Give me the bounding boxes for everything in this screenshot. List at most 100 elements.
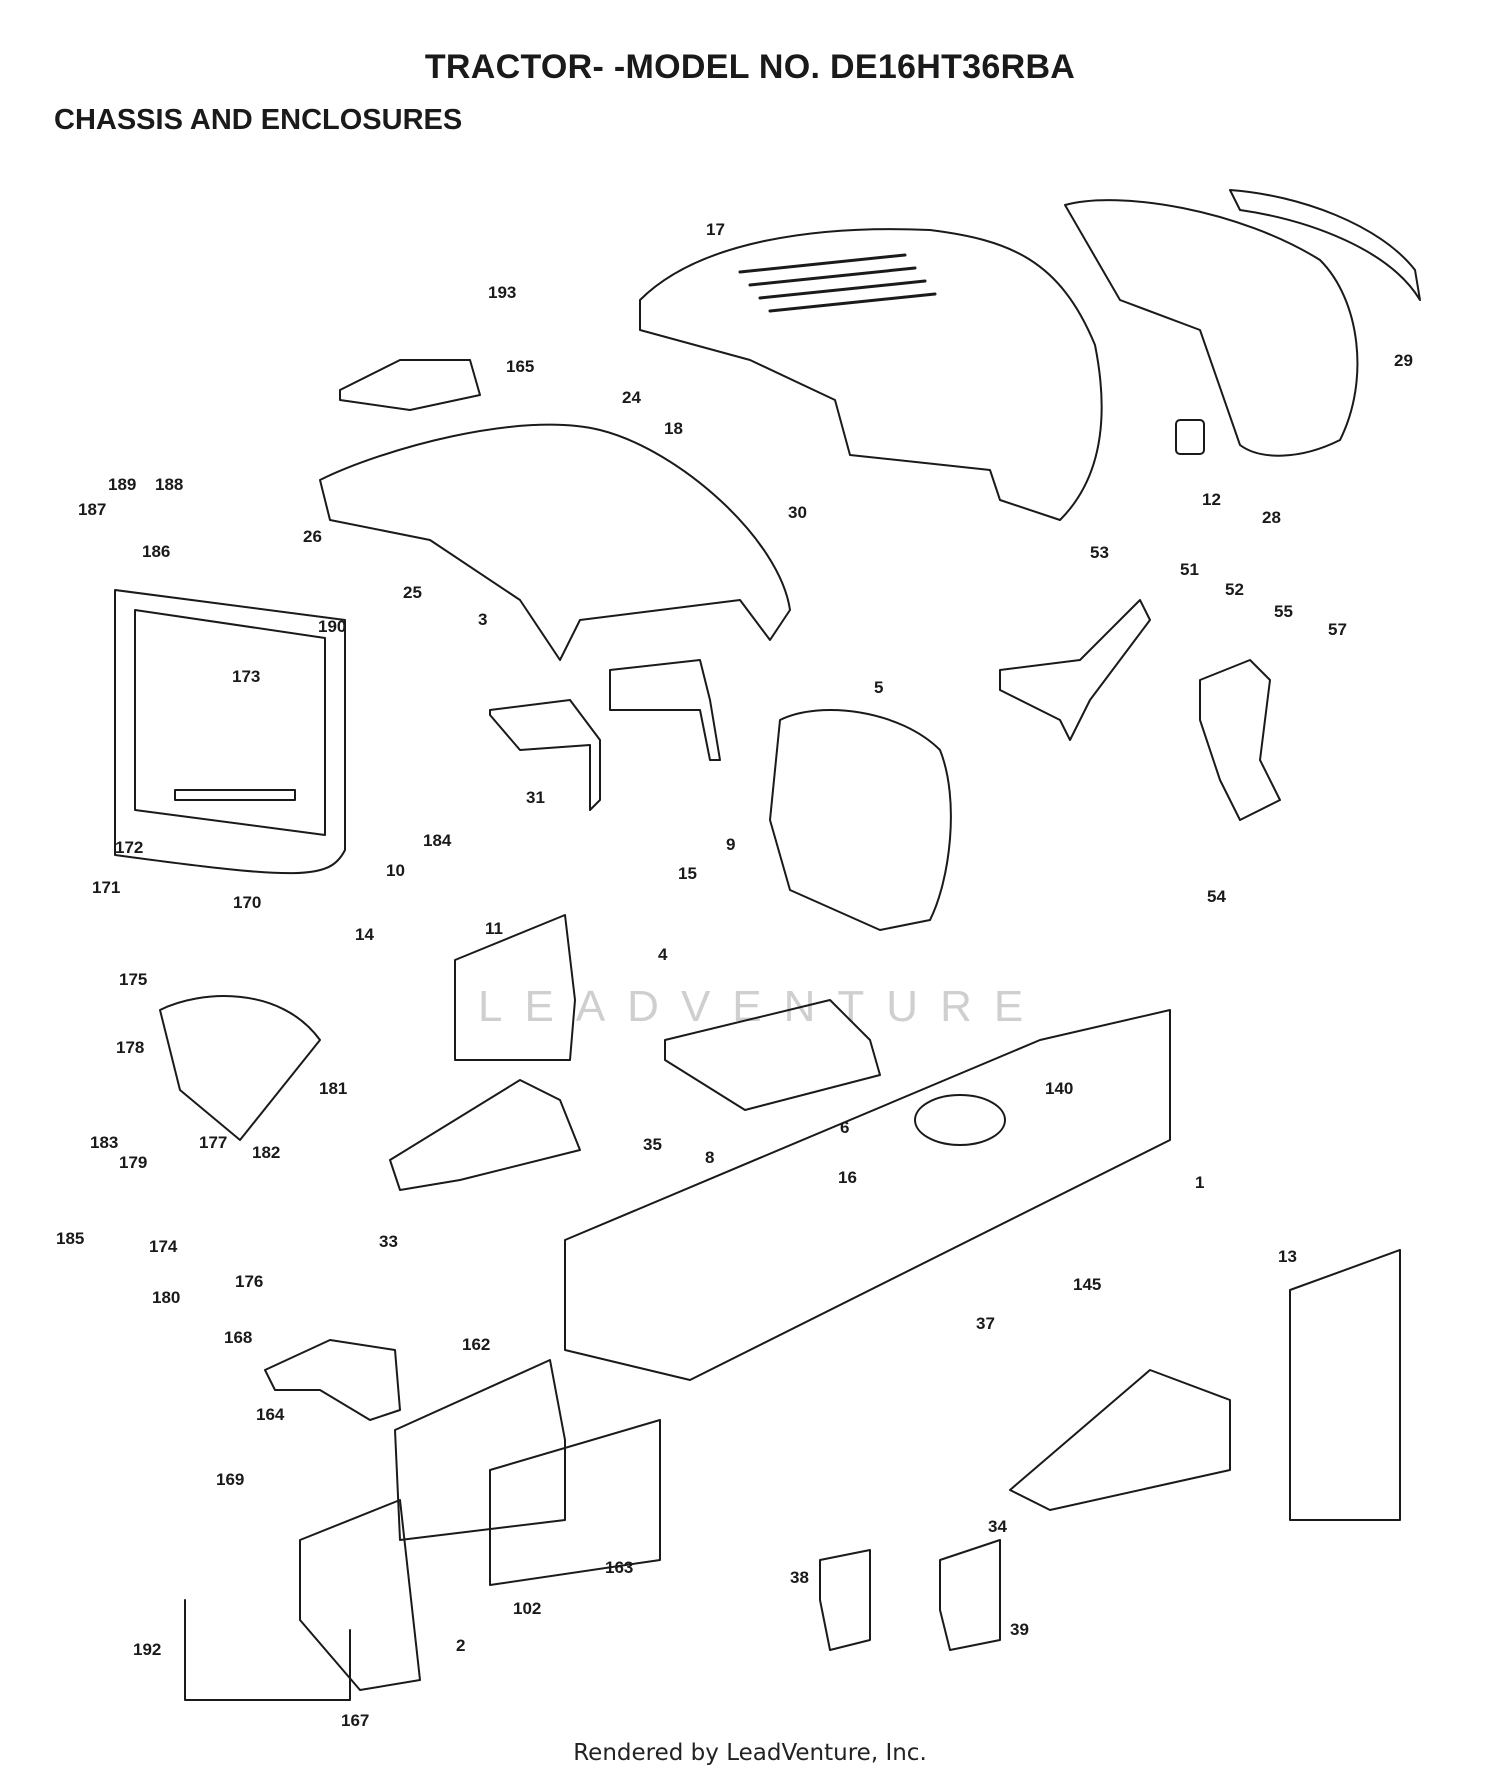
dash-panel xyxy=(114,589,346,875)
front-bumper-167 xyxy=(184,1599,351,1701)
footer-credit: Rendered by LeadVenture, Inc. xyxy=(573,1740,927,1766)
callout-11: 11 xyxy=(485,919,503,938)
callout-16: 16 xyxy=(838,1168,857,1187)
callout-labels: 17 193 165 24 18 12 28 29 30 26 25 189 1… xyxy=(56,220,1413,1730)
callout-5: 5 xyxy=(874,678,883,697)
callout-37: 37 xyxy=(976,1314,995,1333)
cover-175 xyxy=(159,995,321,1141)
callout-173: 173 xyxy=(232,667,260,686)
console-part xyxy=(339,359,481,411)
callout-52: 52 xyxy=(1225,580,1244,599)
callout-8: 8 xyxy=(705,1148,714,1167)
callout-31: 31 xyxy=(526,788,545,807)
steering-bracket-53 xyxy=(999,599,1151,741)
callout-170: 170 xyxy=(233,893,261,912)
callout-39: 39 xyxy=(1010,1620,1029,1639)
rear-panel-13 xyxy=(1289,1249,1401,1521)
section-title: CHASSIS AND ENCLOSURES xyxy=(54,104,463,136)
callout-1: 1 xyxy=(1195,1173,1204,1192)
frame-cutout xyxy=(914,1094,1006,1146)
callout-169: 169 xyxy=(216,1470,244,1489)
callout-10: 10 xyxy=(386,861,405,880)
steering-bracket-55 xyxy=(1199,659,1281,821)
callout-18: 18 xyxy=(664,419,683,438)
callout-140: 140 xyxy=(1045,1079,1073,1098)
callout-26: 26 xyxy=(303,527,322,546)
callout-164: 164 xyxy=(256,1405,285,1424)
callout-189: 189 xyxy=(108,475,136,494)
callout-51: 51 xyxy=(1180,560,1199,579)
callout-14: 14 xyxy=(355,925,374,944)
page-title: TRACTOR- -MODEL NO. DE16HT36RBA xyxy=(424,48,1076,86)
callout-167: 167 xyxy=(341,1711,369,1730)
callout-34: 34 xyxy=(988,1517,1007,1536)
callout-182: 182 xyxy=(252,1143,280,1162)
callout-102: 102 xyxy=(513,1599,541,1618)
callout-4: 4 xyxy=(658,945,668,964)
hood-vents xyxy=(738,253,937,313)
callout-165: 165 xyxy=(506,357,534,376)
callout-179: 179 xyxy=(119,1153,147,1172)
callout-174: 174 xyxy=(149,1237,178,1256)
callout-33: 33 xyxy=(379,1232,398,1251)
dash-support xyxy=(769,709,952,931)
grille-bracket xyxy=(1229,189,1421,301)
callout-192: 192 xyxy=(133,1640,161,1659)
bracket-left xyxy=(489,699,601,811)
callout-178: 178 xyxy=(116,1038,144,1057)
callout-35: 35 xyxy=(643,1135,662,1154)
bracket-right xyxy=(609,659,721,761)
callout-3: 3 xyxy=(478,610,487,629)
callout-12: 12 xyxy=(1202,490,1221,509)
callout-184: 184 xyxy=(423,831,452,850)
dash-slot xyxy=(174,789,296,801)
footrest-right xyxy=(1009,1369,1231,1511)
main-frame xyxy=(564,1009,1171,1381)
callout-15: 15 xyxy=(678,864,697,883)
plate-6 xyxy=(664,999,881,1111)
callout-57: 57 xyxy=(1328,620,1347,639)
fender-part xyxy=(319,423,791,661)
callout-183: 183 xyxy=(90,1133,118,1152)
grille-part xyxy=(1064,199,1359,457)
callout-6: 6 xyxy=(840,1118,849,1137)
callout-185: 185 xyxy=(56,1229,84,1248)
callout-145: 145 xyxy=(1073,1275,1101,1294)
callout-168: 168 xyxy=(224,1328,252,1347)
plate-164 xyxy=(264,1339,401,1421)
callout-9: 9 xyxy=(726,835,735,854)
callout-187: 187 xyxy=(78,500,106,519)
callout-163: 163 xyxy=(605,1558,633,1577)
callout-181: 181 xyxy=(319,1079,347,1098)
callout-30: 30 xyxy=(788,503,807,522)
callout-180: 180 xyxy=(152,1288,180,1307)
watermark: LEADVENTURE xyxy=(478,982,1046,1031)
callout-28: 28 xyxy=(1262,508,1281,527)
callout-171: 171 xyxy=(92,878,120,897)
callout-24: 24 xyxy=(622,388,641,407)
callout-177: 177 xyxy=(199,1133,227,1152)
callout-176: 176 xyxy=(235,1272,263,1291)
bracket-39 xyxy=(939,1539,1001,1651)
side-panel-11 xyxy=(454,914,576,1061)
callout-188: 188 xyxy=(155,475,183,494)
callout-186: 186 xyxy=(142,542,170,561)
callout-193: 193 xyxy=(488,283,516,302)
callout-2: 2 xyxy=(456,1636,465,1655)
footrest-left xyxy=(389,1079,581,1191)
side-panel-163 xyxy=(489,1419,661,1586)
callout-54: 54 xyxy=(1207,887,1226,906)
callout-29: 29 xyxy=(1394,351,1413,370)
callout-55: 55 xyxy=(1274,602,1293,621)
callout-175: 175 xyxy=(119,970,147,989)
callout-25: 25 xyxy=(403,583,422,602)
callout-13: 13 xyxy=(1278,1247,1297,1266)
bracket-38 xyxy=(819,1549,871,1651)
hood-part xyxy=(639,228,1103,521)
callout-162: 162 xyxy=(462,1335,490,1354)
callout-53: 53 xyxy=(1090,543,1109,562)
callout-172: 172 xyxy=(115,838,143,857)
callout-190: 190 xyxy=(318,617,346,636)
front-frame-2 xyxy=(299,1499,421,1691)
